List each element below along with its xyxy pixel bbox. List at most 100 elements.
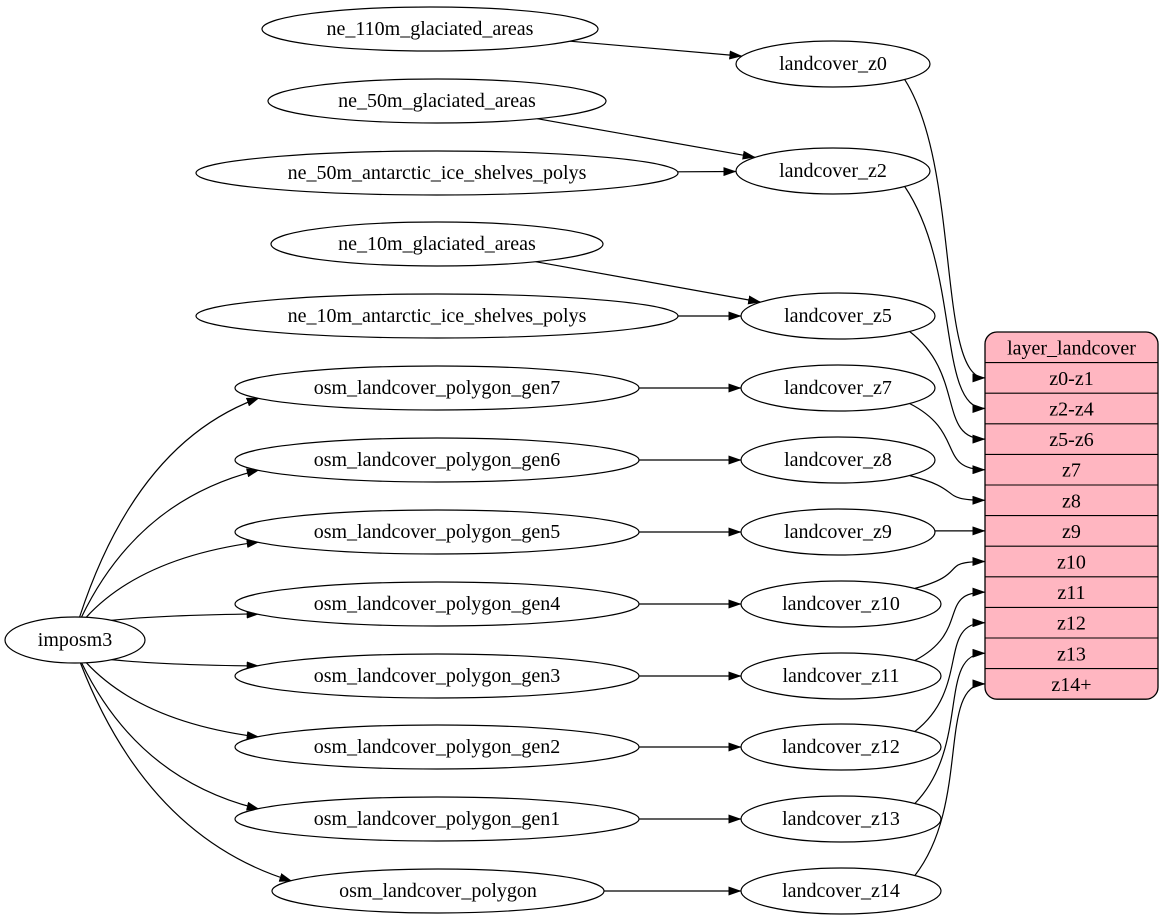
table-row-z13: z13	[985, 637, 1158, 665]
table-row-z2-z4: z2-z4	[985, 392, 1158, 421]
node-ellipse	[234, 509, 640, 555]
edge-landcover_z12--row-z12	[914, 618, 986, 732]
node-label: osm_landcover_polygon_gen7	[314, 377, 561, 399]
node-osm_landcover_polygon_gen2: osm_landcover_polygon_gen2	[234, 724, 640, 770]
node-label: ne_50m_antarctic_ice_shelves_polys	[288, 162, 587, 184]
nodes-layer: imposm3 ne_110m_glaciated_areas ne_50m_gla…	[4, 6, 942, 915]
node-label: imposm3	[38, 629, 112, 651]
node-label: landcover_z2	[779, 160, 887, 182]
node-ellipse	[740, 436, 936, 484]
edge-imposm3--osm_landcover_polygon_gen7	[79, 397, 260, 618]
node-label: landcover_z7	[784, 377, 892, 399]
node-landcover_z2: landcover_z2	[735, 147, 931, 195]
edge-ne_10m_glaciated_areas--landcover_z5	[535, 261, 762, 305]
edge-imposm3--osm_landcover_polygon_gen4	[111, 609, 260, 621]
node-imposm3: imposm3	[4, 616, 146, 664]
node-ellipse	[740, 867, 942, 915]
table-row-label: z9	[1062, 521, 1081, 543]
edge-landcover_z8--row-z8	[909, 475, 986, 505]
node-label: landcover_z8	[784, 449, 892, 471]
node-osm_landcover_polygon_gen7: osm_landcover_polygon_gen7	[234, 365, 640, 411]
node-ellipse	[740, 508, 936, 556]
node-ellipse	[735, 147, 931, 195]
node-label: osm_landcover_polygon_gen6	[314, 449, 561, 471]
node-osm_landcover_polygon_gen5: osm_landcover_polygon_gen5	[234, 509, 640, 555]
node-ellipse	[740, 580, 942, 628]
node-ellipse	[267, 78, 607, 124]
table-row-label: z2-z4	[1049, 399, 1093, 421]
node-ellipse	[740, 364, 936, 412]
node-ne_10m_glaciated_areas: ne_10m_glaciated_areas	[270, 221, 604, 267]
node-landcover_z13: landcover_z13	[740, 795, 942, 843]
node-label: ne_110m_glaciated_areas	[327, 18, 534, 40]
node-ellipse	[234, 653, 640, 699]
node-label: landcover_z0	[779, 53, 887, 75]
node-osm_landcover_polygon_gen6: osm_landcover_polygon_gen6	[234, 437, 640, 483]
table-row-label: z11	[1057, 582, 1085, 604]
edge-landcover_z14--row-z14+	[914, 679, 986, 876]
node-ellipse	[234, 437, 640, 483]
edges-layer	[79, 40, 986, 896]
node-osm_landcover_polygon_gen1: osm_landcover_polygon_gen1	[234, 796, 640, 842]
table-row-label: z12	[1057, 613, 1086, 635]
node-label: landcover_z10	[782, 593, 900, 615]
node-label: osm_landcover_polygon_gen2	[314, 736, 561, 758]
table-row-label: z13	[1057, 643, 1086, 665]
edge-landcover_z7--row-z7	[909, 403, 986, 475]
table-row-label: z7	[1062, 460, 1081, 482]
node-landcover_z12: landcover_z12	[740, 723, 942, 771]
node-ellipse	[4, 616, 146, 664]
table-row-z5-z6: z5-z6	[985, 423, 1158, 451]
edge-landcover_z5--row-z5-z6	[909, 331, 986, 444]
node-landcover_z9: landcover_z9	[740, 508, 936, 556]
table-row-z0-z1: z0-z1	[985, 362, 1158, 390]
table-row-z7: z7	[985, 453, 1158, 482]
node-landcover_z14: landcover_z14	[740, 867, 942, 915]
node-label: landcover_z14	[782, 880, 900, 902]
table-title: layer_landcover	[1007, 337, 1136, 359]
table-row-z8: z8	[985, 484, 1158, 512]
table-row-label: z10	[1057, 552, 1086, 574]
edge-imposm3--osm_landcover_polygon_gen2	[85, 662, 260, 740]
node-label: osm_landcover_polygon_gen1	[314, 808, 561, 830]
edge-landcover_z0--row-z0-z1	[904, 79, 986, 383]
edge-imposm3--osm_landcover_polygon_gen5	[85, 539, 260, 618]
node-label: ne_10m_glaciated_areas	[338, 233, 536, 255]
table-row-label: z0-z1	[1049, 368, 1093, 390]
node-label: osm_landcover_polygon_gen3	[314, 665, 561, 687]
node-ne_50m_glaciated_areas: ne_50m_glaciated_areas	[267, 78, 607, 124]
node-ne_50m_antarctic_ice_shelves_polys: ne_50m_antarctic_ice_shelves_polys	[195, 150, 679, 196]
edge-imposm3--osm_landcover_polygon_gen1	[81, 662, 260, 811]
edge-imposm3--osm_landcover_polygon_gen6	[80, 468, 260, 618]
table-row-z10: z10	[985, 545, 1158, 574]
node-label: landcover_z9	[784, 521, 892, 543]
node-osm_landcover_polygon_gen3: osm_landcover_polygon_gen3	[234, 653, 640, 699]
edge-landcover_z11--row-z11	[914, 587, 986, 661]
table-row-z14+: z14+	[985, 668, 1158, 696]
node-ellipse	[735, 40, 931, 88]
node-ellipse	[261, 6, 599, 52]
table-row-z9: z9	[985, 515, 1158, 543]
edge-imposm3--osm_landcover_polygon	[79, 662, 293, 882]
node-label: osm_landcover_polygon	[339, 880, 537, 902]
node-ellipse	[234, 796, 640, 842]
table-row-z12: z12	[985, 606, 1158, 635]
node-landcover_z11: landcover_z11	[740, 652, 942, 700]
node-ellipse	[740, 652, 942, 700]
node-label: landcover_z11	[783, 665, 900, 687]
table-row-z11: z11	[985, 576, 1158, 604]
edge-ne_50m_glaciated_areas--landcover_z2	[537, 118, 756, 160]
node-ellipse	[195, 293, 679, 339]
node-ellipse	[195, 150, 679, 196]
node-ellipse	[234, 724, 640, 770]
node-label: landcover_z5	[784, 305, 892, 327]
node-landcover_z8: landcover_z8	[740, 436, 936, 484]
node-label: ne_10m_antarctic_ice_shelves_polys	[288, 305, 587, 327]
node-ellipse	[740, 292, 936, 340]
node-label: osm_landcover_polygon_gen5	[314, 521, 561, 543]
node-ellipse	[740, 723, 942, 771]
table-row-label: z14+	[1051, 674, 1091, 696]
